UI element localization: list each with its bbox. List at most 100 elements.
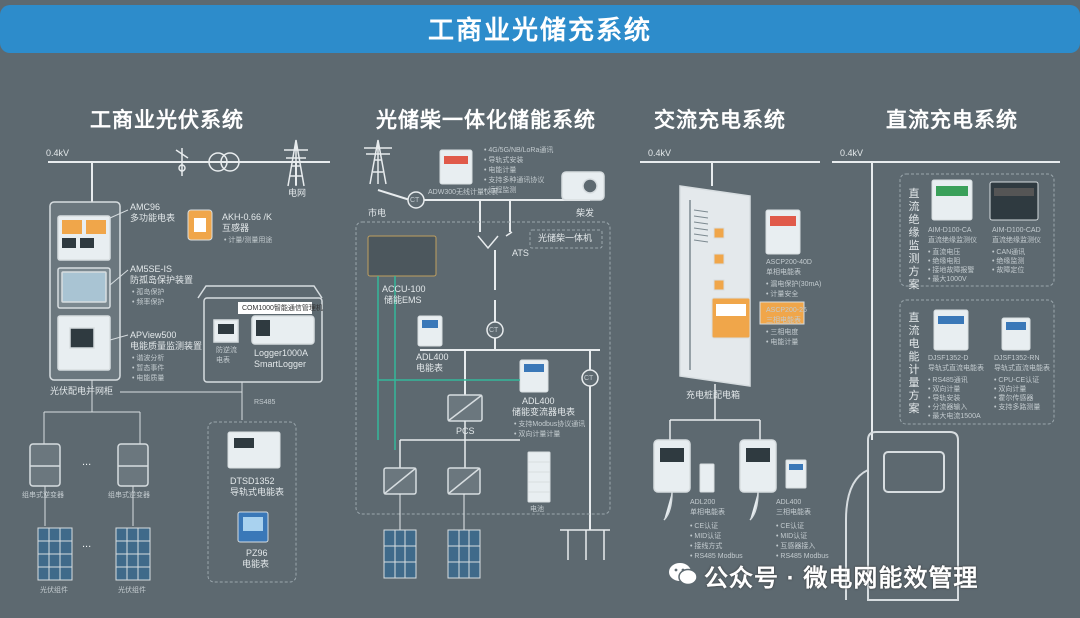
aim-d100-cad-device	[989, 181, 1039, 221]
pz96-meter	[237, 511, 269, 543]
aim-d100-ca-device	[931, 179, 973, 221]
watermark-text: 公众号 · 微电网能效管理	[704, 565, 979, 592]
djsf1-desc: 导轨式直流电能表	[928, 365, 984, 372]
adl400-meter-1	[417, 315, 443, 347]
pv-cabinet	[49, 201, 121, 381]
section-title-storage: 光储柴一体化储能系统	[376, 109, 596, 132]
adl400-meter-2	[519, 359, 549, 393]
aim1-desc: 单相电能表	[690, 509, 725, 516]
aim-cad-sub3: • 故障定位	[992, 267, 1025, 274]
integrated-label-box	[529, 229, 603, 249]
aim2-desc: 三相电能表	[776, 509, 811, 516]
amc96-meter	[62, 220, 106, 248]
apview-sub1: • 谐波分析	[132, 355, 165, 362]
battery-label: 电池	[530, 506, 544, 513]
aim-ca-sub2: • 绝缘电阻	[928, 258, 961, 265]
ascp1-sub2: • 计量安全	[766, 291, 799, 298]
dc-charger	[845, 431, 959, 601]
grid-pylon-icon	[284, 139, 308, 187]
dc-group-insulation	[899, 173, 1055, 287]
dc-group-metering	[899, 299, 1055, 425]
dc-group1-label: 直流绝缘监测方案	[908, 188, 920, 291]
ascp2-label: ASCP200-26	[766, 307, 807, 314]
aim-meter-2	[785, 459, 807, 489]
ascp-meter-2	[711, 297, 751, 339]
adw-sub4: • 支持多种通讯协议	[484, 177, 545, 184]
pv-panel-2	[115, 527, 151, 581]
cabinet-vents	[693, 209, 709, 243]
adw-label: ADW300无线计量仪表	[428, 189, 499, 196]
aim-ca-sub1: • 直流电压	[928, 249, 961, 256]
accu-ems	[367, 235, 437, 277]
djsf2-sub2: • 双向计量	[994, 386, 1027, 393]
storage-pv-panel-1	[383, 529, 417, 579]
djsf2-sub4: • 支持多路测量	[994, 404, 1041, 411]
accu-desc: 储能EMS	[384, 295, 422, 305]
ac-voltage-label: 0.4kV	[648, 148, 672, 158]
ats-switch-icon	[477, 231, 513, 250]
aim1-sub3: • 接线方式	[690, 543, 723, 550]
pv-cabinet-label: 光伏配电并网柜	[50, 386, 114, 396]
pv-voltage-label: 0.4kV	[46, 148, 70, 158]
ac-busbar	[640, 161, 820, 186]
comm-box	[197, 285, 323, 383]
djsf1-label: DJSF1352-D	[928, 355, 969, 362]
pcs-label: PCS	[456, 426, 475, 436]
adl2-desc: 储能变流器电表	[512, 407, 576, 417]
adl1-desc: 电能表	[416, 363, 444, 373]
integrated-label: 光储柴一体机	[538, 233, 593, 243]
rs485-label: RS485	[254, 399, 276, 406]
adl1-label: ADL400	[416, 352, 449, 362]
diesel-generator-icon	[561, 171, 605, 201]
panel1-label: 光伏组件	[40, 587, 68, 594]
panel-dots: ...	[82, 538, 92, 550]
battery-rack	[527, 451, 551, 503]
djsf-meter-2	[1001, 317, 1031, 351]
panel2-label: 光伏组件	[118, 587, 146, 594]
amc96-label: AMC96	[130, 202, 161, 212]
aim2-label: ADL400	[776, 499, 802, 506]
adl2-sub2: • 双向计量计量	[514, 431, 561, 438]
storage-pv-panel-2	[447, 529, 481, 579]
ascp2-sub1: • 三相电度	[766, 329, 799, 336]
aim1-label: ADL200	[690, 499, 716, 506]
djsf1-sub2: • 双向计量	[928, 386, 961, 393]
apview-sub3: • 电能质量	[132, 375, 165, 382]
pv-transformer-icon	[175, 148, 240, 176]
ac-charger-2	[739, 439, 777, 521]
aim-ca-label: AIM-D100-CA	[928, 227, 972, 234]
load-breakers	[560, 529, 610, 560]
dc-group2-label: 直流电能计量方案	[908, 312, 920, 415]
aim1-sub4: • RS485 Modbus	[690, 553, 743, 560]
logger-label2: SmartLogger	[254, 359, 307, 369]
pz96-label: PZ96	[246, 548, 268, 558]
dtsd-desc: 导轨式电能表	[230, 487, 285, 497]
ac-charger-1	[653, 439, 691, 521]
title-pill	[0, 5, 1080, 53]
inverter1-label: 组串式逆变器	[22, 492, 64, 499]
comm-label: COM1000智能通信管理机	[242, 305, 323, 312]
adw-sub5: • 远程监测	[484, 187, 517, 194]
dtsd-meter	[227, 431, 281, 469]
dc-voltage-label: 0.4kV	[840, 148, 864, 158]
apview-desc: 电能质量监测装置	[130, 341, 203, 351]
pz96-desc: 电能表	[242, 559, 270, 569]
am5se-label: AM5SE-IS	[130, 264, 173, 274]
apview-sub2: • 暂态事件	[132, 365, 165, 372]
djsf2-sub1: • CPU-CE认证	[994, 377, 1040, 384]
ascp2-desc: 三相电能表	[766, 317, 801, 324]
wechat-icon	[669, 563, 698, 586]
ct-load-icon	[581, 369, 599, 387]
amc96-desc: 多功能电表	[130, 213, 176, 223]
ct-label-3: CT	[584, 375, 594, 382]
pv-meter-group	[207, 421, 297, 583]
inverter-1	[29, 443, 61, 487]
akh-sub: • 计量/测量用途	[224, 237, 273, 244]
dtsd-label: DTSD1352	[230, 476, 275, 486]
storage-integrated-group	[355, 221, 611, 515]
dcdc-converter-2	[447, 467, 481, 495]
akh-ct-icon	[187, 209, 213, 241]
aim-cad-desc: 直流绝缘监测仪	[992, 237, 1041, 244]
aim-ca-sub4: • 最大1000V	[928, 276, 967, 283]
